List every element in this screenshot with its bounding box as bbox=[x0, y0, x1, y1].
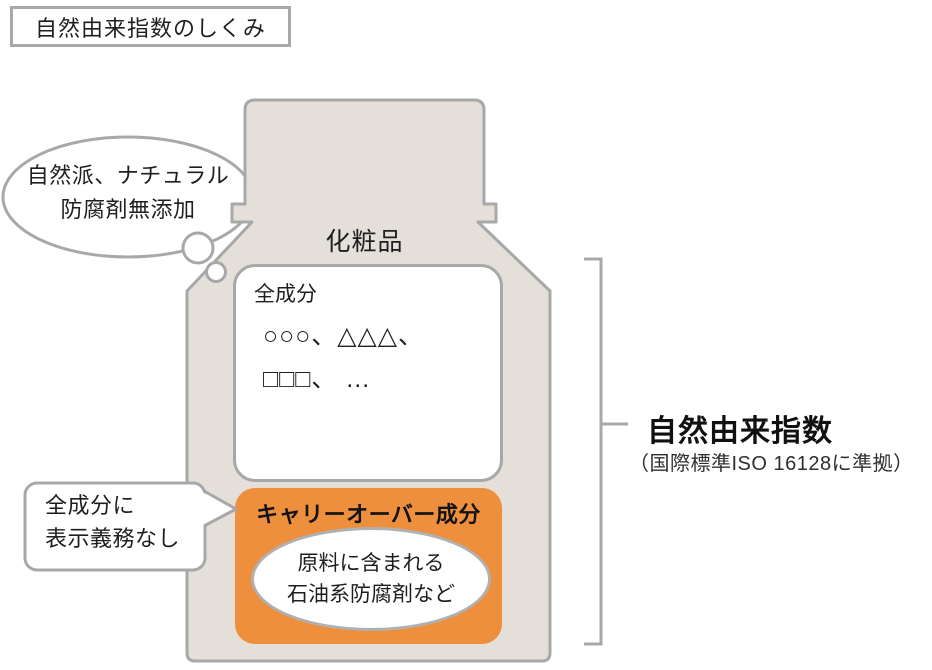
index-subtitle: （国際標準ISO 16128に準拠） bbox=[629, 453, 914, 475]
carryover-ellipse: 原料に含まれる 石油系防腐剤など bbox=[251, 527, 491, 631]
index-title: 自然由来指数 bbox=[647, 415, 833, 448]
carryover-panel: キャリーオーバー成分 原料に含まれる 石油系防腐剤など bbox=[235, 488, 502, 644]
speech-bubble-tail bbox=[202, 492, 236, 526]
speech-bubble-text: 全成分に 表示義務なし bbox=[45, 489, 205, 555]
speech-bubble-line2: 表示義務なし bbox=[45, 526, 181, 551]
speech-bubble-layer bbox=[23, 481, 238, 572]
index-bracket-line bbox=[584, 257, 603, 646]
speech-bubble-tail-outline bbox=[203, 489, 238, 528]
thought-bubble-text: 自然派、ナチュラル 防腐剤無添加 bbox=[3, 159, 253, 227]
carryover-header: キャリーオーバー成分 bbox=[256, 502, 481, 527]
carryover-ellipse-line1: 原料に含まれる bbox=[297, 552, 445, 575]
all-ingredients-header: 全成分 bbox=[254, 283, 317, 306]
all-ingredients-list: ○○○、△△△、 □□□、 … bbox=[263, 315, 500, 401]
thought-dot-small bbox=[205, 261, 227, 283]
thought-dot-large bbox=[181, 231, 215, 265]
diagram-title-box: 自然由来指数のしくみ bbox=[10, 6, 291, 47]
thought-bubble-line1: 自然派、ナチュラル bbox=[26, 163, 230, 188]
bottle-product-label: 化粧品 bbox=[325, 228, 404, 256]
carryover-ellipse-line2: 石油系防腐剤など bbox=[287, 583, 455, 606]
ingredients-line1: ○○○、△△△、 bbox=[263, 322, 424, 350]
all-ingredients-panel: 全成分 ○○○、△△△、 □□□、 … bbox=[233, 264, 503, 482]
thought-bubble-line2: 防腐剤無添加 bbox=[60, 197, 196, 222]
diagram-title: 自然由来指数のしくみ bbox=[35, 15, 266, 41]
ingredients-line2: □□□、 … bbox=[263, 365, 372, 393]
speech-bubble-line1: 全成分に bbox=[45, 493, 136, 518]
